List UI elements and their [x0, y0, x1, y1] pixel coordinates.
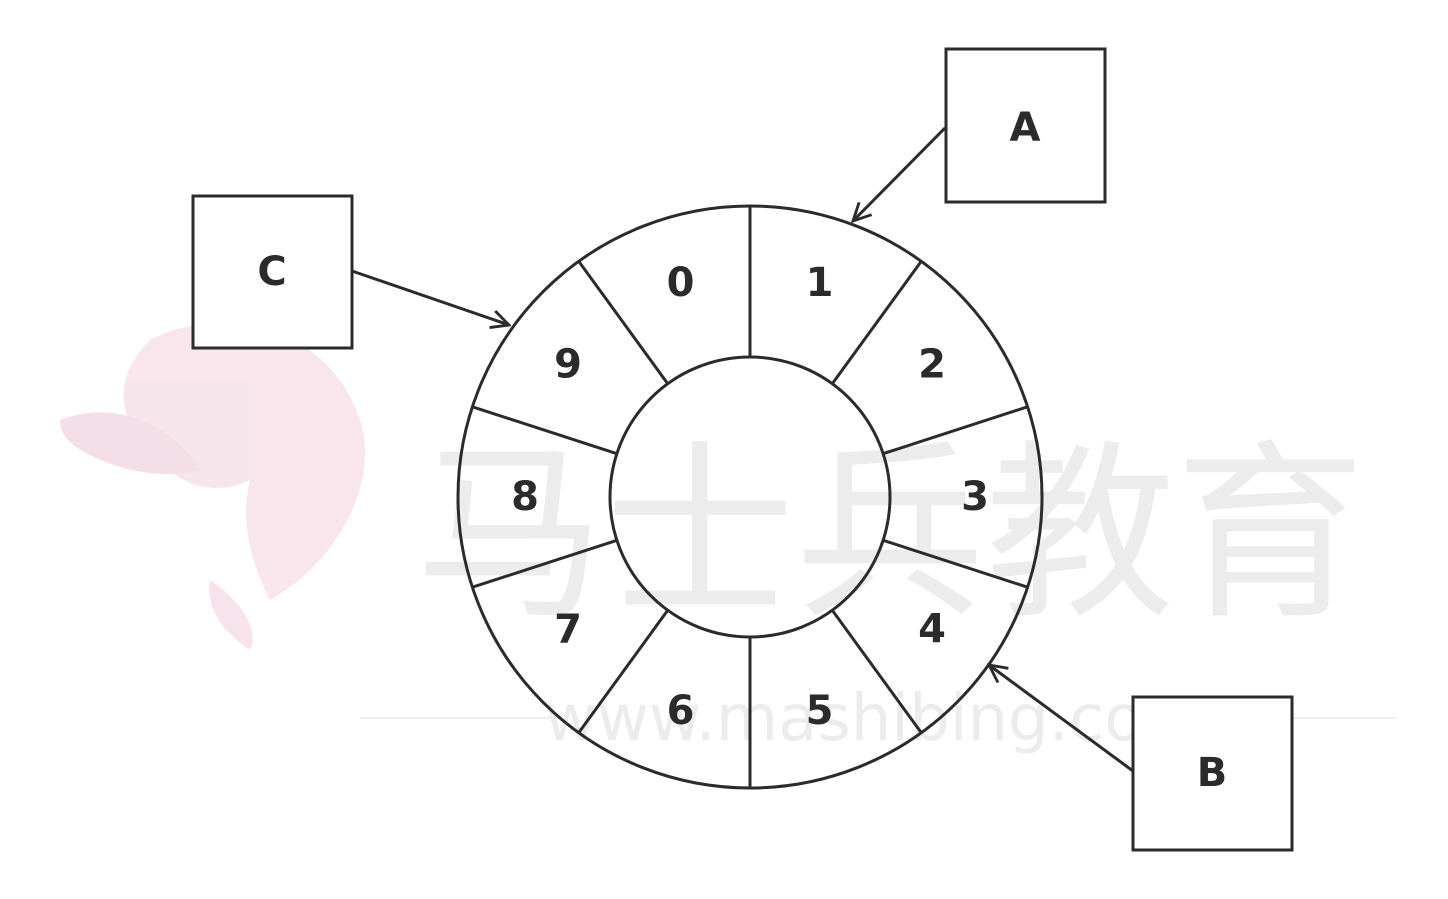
ring-inner	[608, 355, 892, 639]
watermark-text: 马士兵教育	[415, 424, 1365, 645]
ring-segment-label: 1	[806, 260, 834, 306]
ring-spoke	[577, 260, 669, 385]
node-c: C	[191, 194, 354, 350]
watermark-logo	[60, 322, 366, 650]
ring-segment-label: 7	[554, 606, 582, 652]
ring-spoke	[577, 609, 669, 734]
arrow-c	[351, 269, 509, 325]
ring-spoke	[472, 405, 618, 456]
ring-spoke	[882, 405, 1028, 456]
node-a-label: A	[1010, 105, 1041, 151]
arrow-a	[853, 126, 947, 221]
node-a: A	[944, 47, 1107, 204]
node-b-label: B	[1197, 750, 1228, 796]
ring-spoke	[831, 609, 923, 734]
ring-segment-label: 8	[511, 474, 539, 520]
node-a-box	[944, 47, 1107, 204]
arrow-b	[989, 665, 1134, 773]
watermark-url: www.mashibing.com	[544, 682, 1205, 756]
node-c-label: C	[257, 249, 286, 295]
node-b-box	[1131, 695, 1294, 852]
ring-spoke	[831, 260, 923, 385]
ring-segment-label: 2	[918, 342, 946, 388]
ring-segment-label: 0	[667, 260, 695, 306]
arrows	[351, 126, 1134, 773]
ring-spokes	[472, 205, 1028, 789]
ring-segment-label: 6	[667, 688, 695, 734]
hash-ring: 0 1 2 3 4 5 6 7 8 9	[456, 204, 1044, 790]
watermark: 马士兵教育 www.mashibing.com	[60, 322, 1395, 756]
ring-spoke	[882, 538, 1028, 589]
ring-segment-label: 4	[918, 606, 946, 652]
ring-segment-label: 5	[806, 688, 834, 734]
ring-segment-label: 9	[554, 342, 582, 388]
ring-segment-label: 3	[961, 474, 989, 520]
ring-spoke	[472, 538, 618, 589]
node-b: B	[1131, 695, 1294, 852]
ring-segment-labels: 0 1 2 3 4 5 6 7 8 9	[511, 260, 989, 734]
node-c-box	[191, 194, 354, 350]
